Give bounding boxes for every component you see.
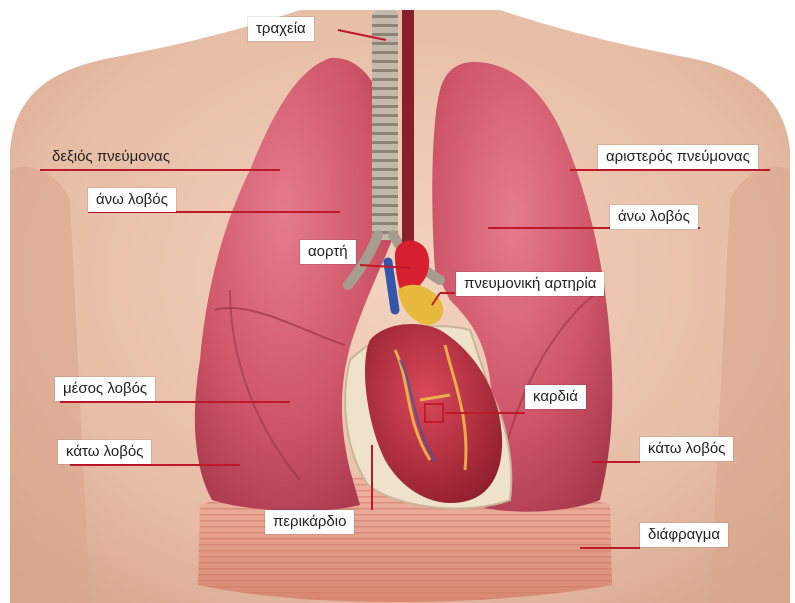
vessel-shape <box>402 10 414 260</box>
label-right-lower-lobe: κάτω λοβός <box>58 440 151 464</box>
label-heart: καρδιά <box>525 385 586 409</box>
label-trachea: τραχεία <box>248 17 314 41</box>
label-left-lung: αριστερός πνεύμονας <box>598 145 758 169</box>
trachea-shape <box>372 10 398 240</box>
label-left-lower-lobe: κάτω λοβός <box>640 437 733 461</box>
label-left-upper-lobe: άνω λοβός <box>610 205 698 229</box>
label-right-lung: δεξιός πνεύμονας <box>48 145 174 169</box>
label-right-upper-lobe: άνω λοβός <box>88 188 176 212</box>
label-diaphragm: διάφραγμα <box>640 523 728 547</box>
label-aorta: αορτή <box>300 240 356 264</box>
label-middle-lobe: μέσος λοβός <box>55 377 155 401</box>
label-pericardium: περικάρδιο <box>265 510 354 534</box>
label-pulmonary-artery: πνευμονική αρτηρία <box>456 272 604 296</box>
